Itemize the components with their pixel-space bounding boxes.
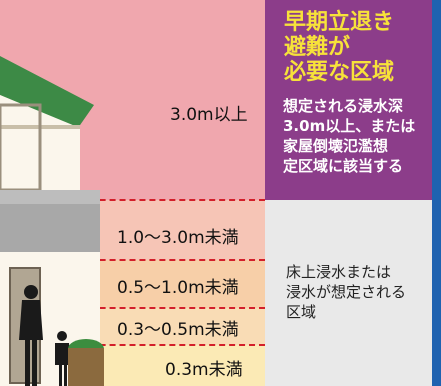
description-line: 想定される浸水深	[283, 97, 404, 115]
evacuation-zone-title: 早期立退き 避難が 必要な区域	[284, 10, 434, 85]
depth-label-0.5-1m: 0.5〜1.0m未満	[117, 278, 239, 298]
depth-label-3m-plus: 3.0m以上	[170, 105, 248, 125]
frame-edge	[432, 0, 441, 386]
description-line: 定区域に該当する	[283, 157, 404, 175]
description-line: 家屋倒壊氾濫想	[283, 137, 389, 155]
depth-label-1-3m: 1.0〜3.0m未満	[117, 228, 239, 248]
family-silhouette-icon	[19, 285, 71, 386]
title-line: 必要な区域	[284, 60, 395, 85]
divider-line	[0, 307, 265, 309]
description-line: 床上浸水または	[286, 263, 392, 281]
description-line: 浸水が想定される	[286, 283, 407, 301]
house-illustration	[0, 56, 104, 386]
depth-label-under-0.3m: 0.3m未満	[165, 360, 243, 380]
shrubbery-icon	[68, 339, 104, 386]
balcony-icon	[0, 204, 100, 252]
evacuation-zone-panel	[265, 0, 432, 200]
description-line: 区域	[286, 303, 317, 321]
depth-label-0.3-0.5m: 0.3〜0.5m未満	[117, 320, 239, 340]
title-line: 早期立退き	[284, 10, 395, 35]
roof-icon	[0, 56, 94, 128]
description-line: 3.0m以上、または	[283, 117, 416, 135]
flood-zone-description: 床上浸水または 浸水が想定される 区域	[286, 262, 431, 322]
divider-line	[0, 259, 265, 261]
evacuation-zone-description: 想定される浸水深 3.0m以上、または 家屋倒壊氾濫想 定区域に該当する	[283, 96, 433, 176]
divider-line	[0, 344, 265, 346]
flood-zone-panel	[265, 200, 432, 386]
divider-line	[0, 199, 265, 201]
title-line: 避難が	[284, 35, 351, 60]
